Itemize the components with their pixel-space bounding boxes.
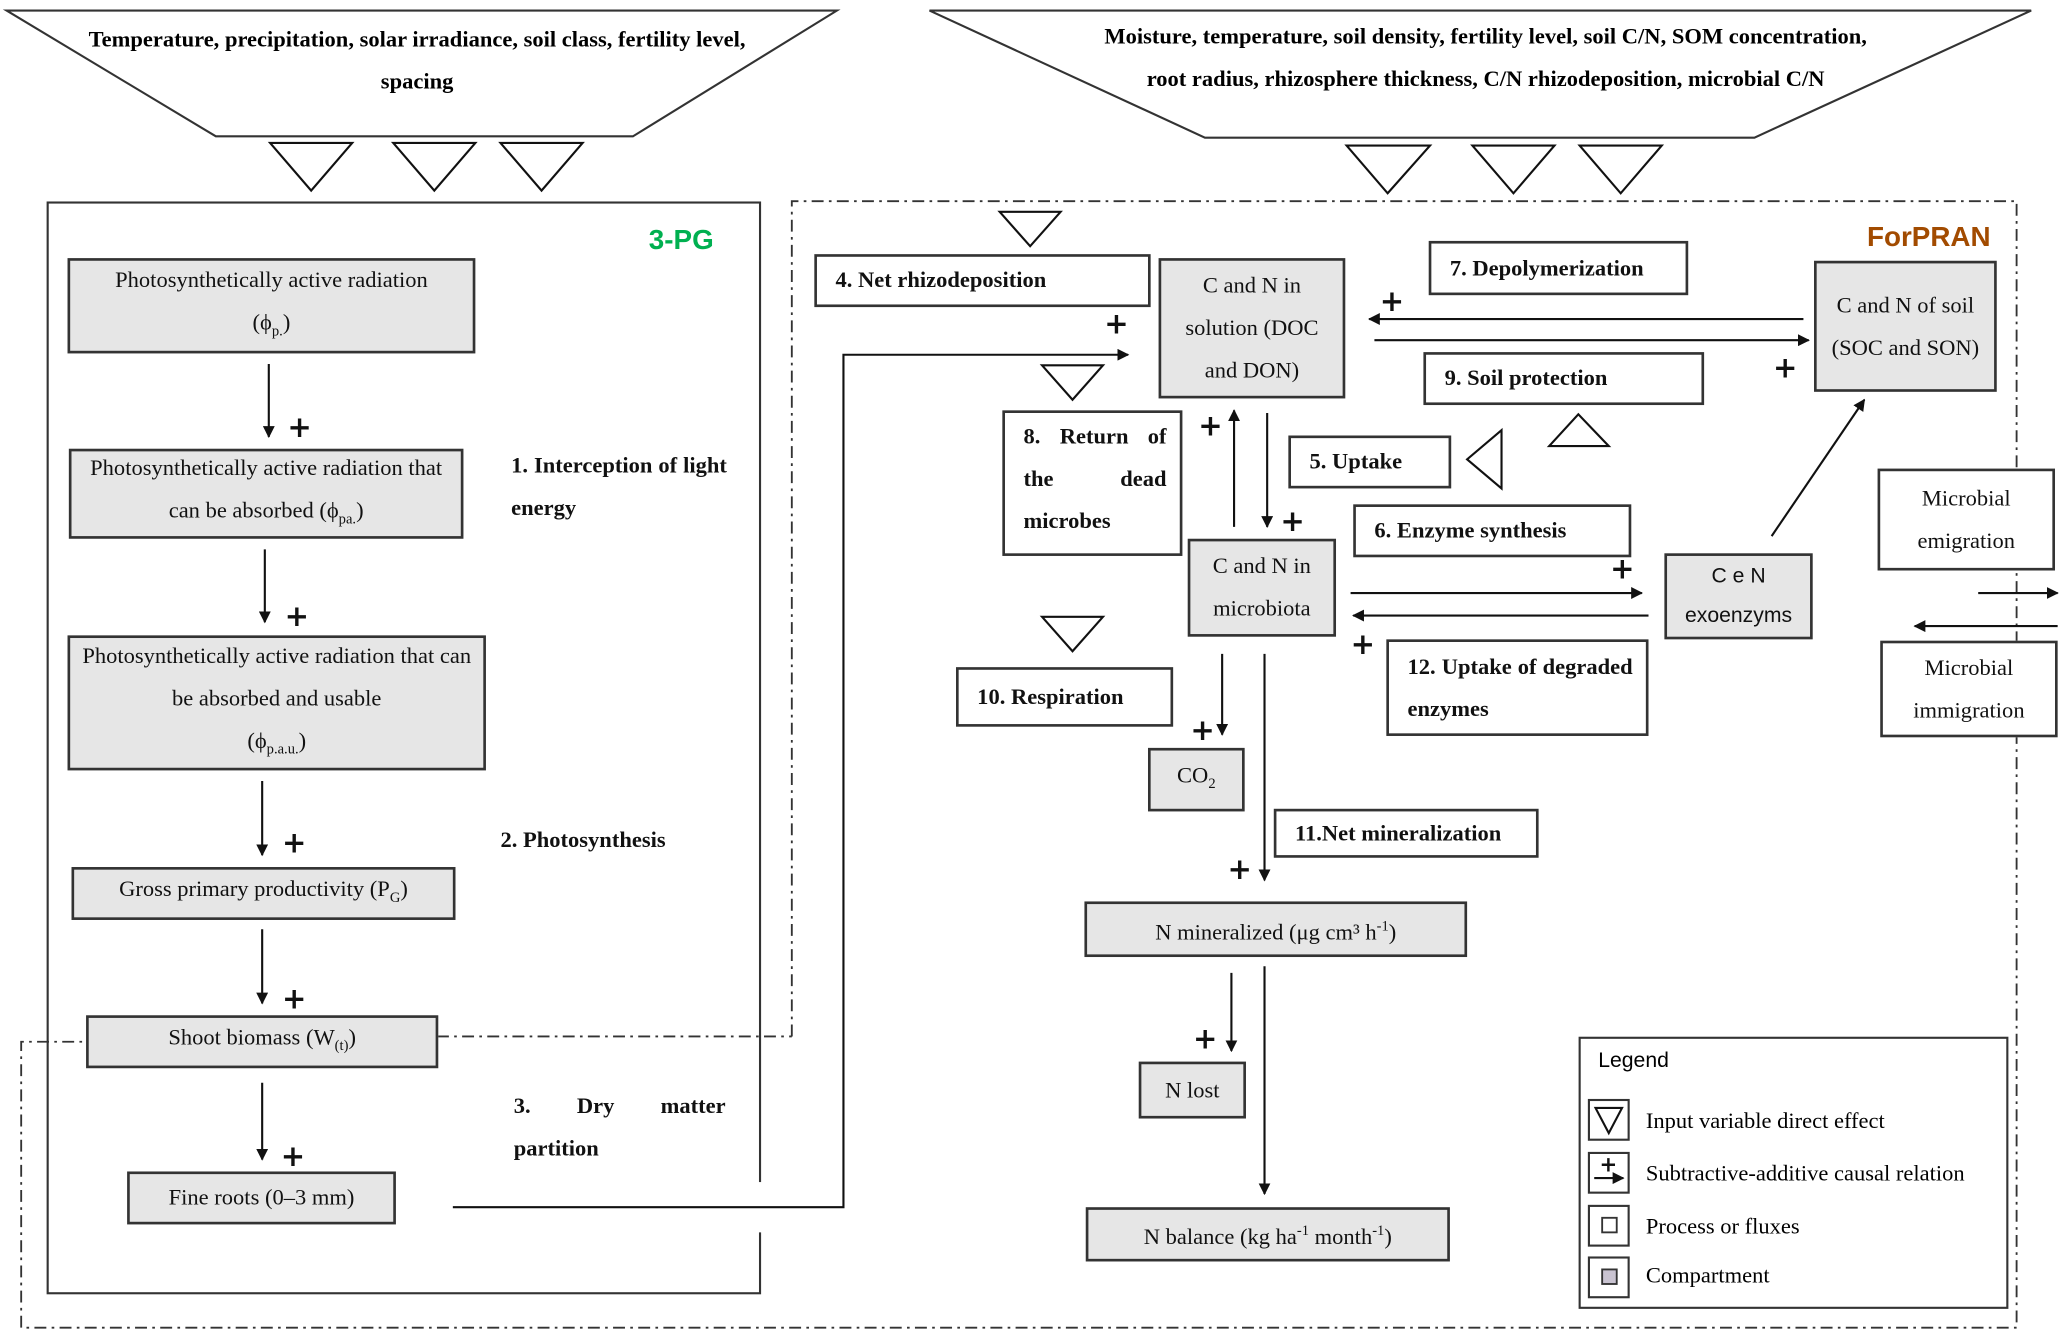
triangle-icon	[1593, 1106, 1624, 1136]
white-square-icon	[1601, 1216, 1618, 1234]
triangle-icon	[1344, 144, 1433, 195]
process-9-box: 9. Soil protection	[1423, 352, 1705, 406]
plus-sign: +	[282, 827, 307, 861]
right-input-funnel	[929, 9, 2032, 139]
legend-item-label: Process or fluxes	[1645, 1213, 1800, 1239]
process-8-label: 8. Return of the dead microbes	[1023, 423, 1167, 534]
n-balance-label: N balance (kg ha-1 month-1)	[1143, 1223, 1392, 1250]
exoenzymes-label-2: exoenzyms	[1684, 604, 1793, 627]
triangle-icon	[1577, 144, 1665, 195]
microbiota-box: C and N in microbiota	[1187, 538, 1337, 637]
process-1-label: 1. Interception of light energy	[511, 452, 727, 521]
forpran-frame	[20, 200, 2018, 1329]
n-mineralized-box: N mineralized (μg cm³ h-1)	[1084, 901, 1468, 958]
n-mineralized-label: N mineralized (μg cm³ h-1)	[1155, 918, 1397, 945]
legend-item-label: Subtractive-additive causal relation	[1645, 1160, 1965, 1187]
solution-box: C and N in solution (DOC and DON)	[1158, 258, 1346, 399]
shoot-biomass-box: Shoot biomass (W(t))	[86, 1015, 439, 1069]
process-10-box: 10. Respiration	[956, 667, 1174, 727]
plus-sign: +	[287, 411, 312, 445]
shoot-biomass-label: Shoot biomass (W(t))	[168, 1024, 356, 1054]
par-symbol: (ϕp.)	[252, 309, 291, 340]
plus-arrow-icon: +	[1599, 1151, 1618, 1177]
process-3-label: 3. Dry matter partition	[513, 1093, 726, 1161]
plus-sign: +	[284, 600, 310, 635]
gpp-label: Gross primary productivity (PG)	[119, 876, 408, 906]
plus-sign: +	[1190, 714, 1215, 748]
process-7-box: 7. Depolymerization	[1428, 240, 1689, 296]
left-inputs-text: Temperature, precipitation, solar irradi…	[88, 26, 746, 94]
n-balance-box: N balance (kg ha-1 month-1)	[1085, 1207, 1450, 1262]
legend-title: Legend	[1598, 1049, 1669, 1073]
par-usable-label: Photosynthetically active radiation that…	[82, 643, 472, 711]
process-12-box: 12. Uptake of degraded enzymes	[1386, 639, 1649, 736]
plus-sign: +	[1610, 553, 1635, 587]
par-usable-symbol: (ϕp.a.u.)	[247, 727, 307, 758]
process-5-box: 5. Uptake	[1288, 435, 1452, 489]
par-absorbed-label: Photosynthetically active radiation that…	[90, 455, 443, 528]
process-8-box: 8. Return of the dead microbes	[1002, 410, 1183, 556]
gpp-box: Gross primary productivity (PG)	[71, 867, 456, 920]
process-2-label: 2. Photosynthesis	[500, 827, 666, 853]
co2-box: CO2	[1147, 747, 1245, 812]
triangle-icon	[390, 141, 478, 193]
grey-square-icon	[1601, 1268, 1618, 1285]
microbial-immigration-box: Microbial immigration	[1880, 640, 2058, 738]
plus-sign: +	[1193, 1023, 1218, 1057]
par-box: Photosynthetically active radiation (ϕp.…	[67, 258, 476, 354]
par-absorbed-box: Photosynthetically active radiation that…	[68, 448, 464, 539]
n-lost-box: N lost	[1138, 1061, 1246, 1119]
process-12-label: 12. Uptake of degraded enzymes	[1407, 653, 1633, 721]
plus-sign: +	[1772, 352, 1798, 386]
triangle-icon	[997, 210, 1063, 248]
process-11-box: 11.Net mineralization	[1273, 808, 1539, 858]
par-usable-box: Photosynthetically active radiation that…	[67, 635, 486, 771]
right-inputs-text: Moisture, temperature, soil density, fer…	[1104, 23, 1867, 92]
triangle-icon	[1546, 412, 1612, 448]
soil-box: C and N of soil (SOC and SON)	[1814, 260, 1997, 392]
plus-sign: +	[1379, 285, 1405, 320]
plus-sign: +	[1104, 308, 1129, 342]
plus-sign: +	[1198, 410, 1223, 444]
triangle-icon	[267, 141, 355, 193]
plus-sign: +	[282, 983, 307, 1017]
model-title-3pg: 3-PG	[648, 225, 714, 256]
microbial-emigration-box: Microbial emigration	[1877, 468, 2056, 571]
co2-label: CO2	[1177, 762, 1216, 792]
exoenzymes-box: C e N exoenzyms	[1664, 553, 1813, 640]
legend-item-label: Input variable direct effect	[1645, 1107, 1885, 1134]
process-4-box: 4. Net rhizodeposition	[814, 254, 1151, 308]
triangle-icon	[1465, 427, 1503, 491]
triangle-icon	[498, 141, 585, 193]
plus-sign: +	[280, 1141, 306, 1175]
legend-box	[1578, 1036, 2009, 1309]
plus-sign: +	[1227, 853, 1252, 887]
triangle-icon	[1039, 364, 1106, 402]
exoenzymes-label-1: C e N	[1711, 564, 1766, 588]
left-input-funnel	[2, 9, 841, 138]
par-label: Photosynthetically active radiation	[115, 267, 428, 293]
triangle-icon	[1039, 615, 1106, 653]
plus-sign: +	[1280, 505, 1305, 539]
3pg-frame	[46, 201, 762, 1295]
process-6-box: 6. Enzyme synthesis	[1353, 504, 1632, 558]
fine-roots-box: Fine roots (0–3 mm)	[127, 1171, 396, 1225]
model-title-forpran: ForPRAN	[1866, 222, 1991, 253]
triangle-icon	[1470, 144, 1557, 195]
plus-sign: +	[1350, 628, 1375, 662]
legend-item-label: Compartment	[1645, 1262, 1770, 1288]
